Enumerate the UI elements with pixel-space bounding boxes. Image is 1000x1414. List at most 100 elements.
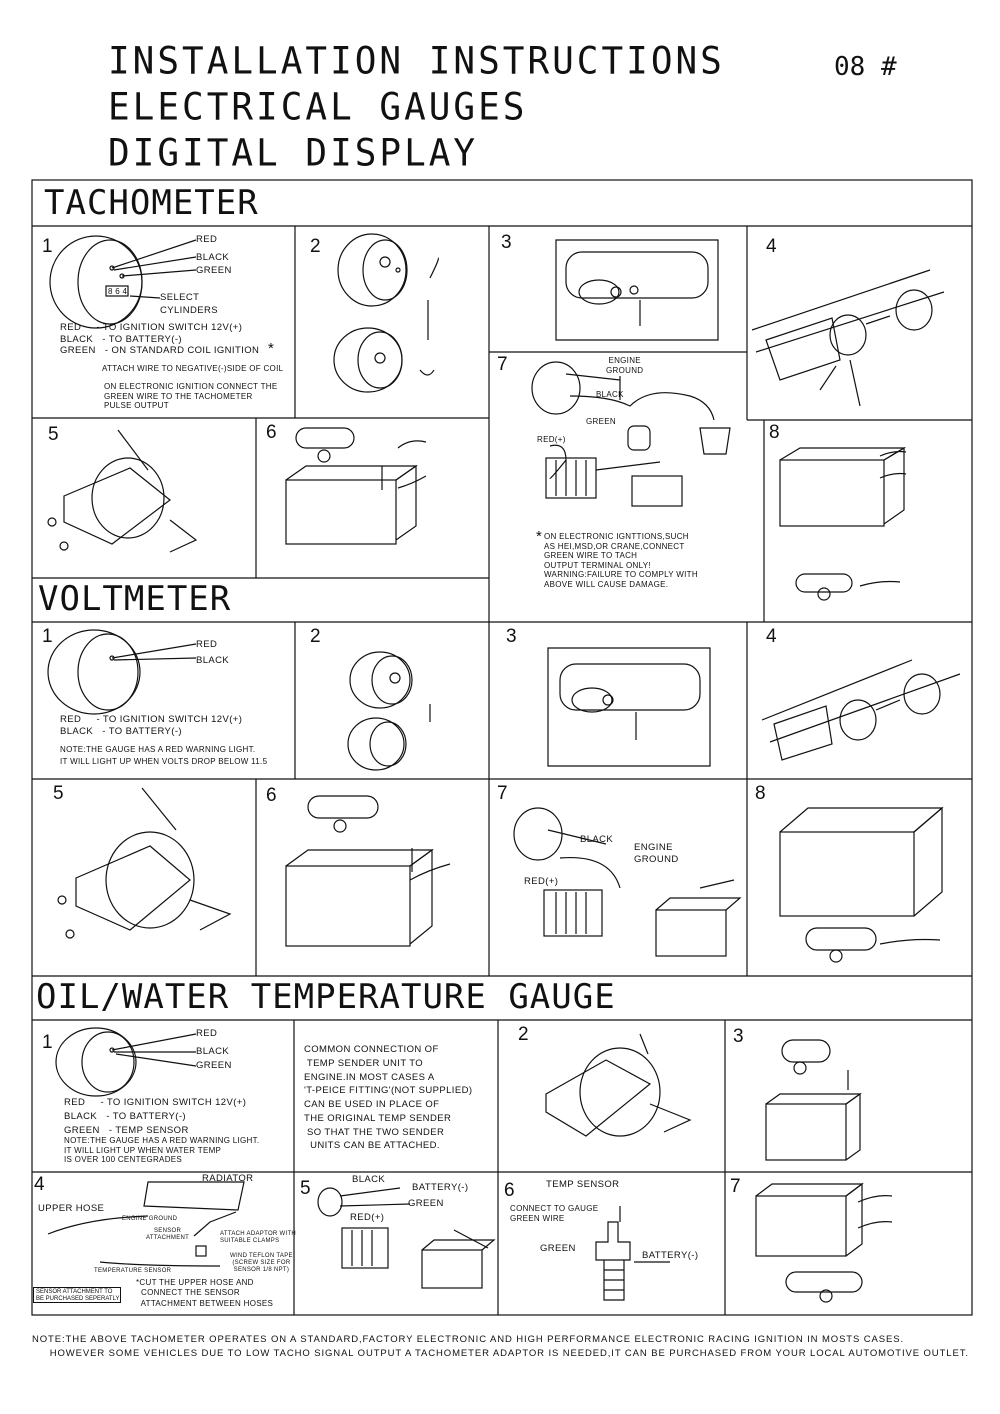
red-wire-label: RED(+) [350,1212,385,1223]
asterisk-mark: * [268,340,275,357]
temp-warning-note: NOTE:THE GAUGE HAS A RED WARNING LIGHT. … [64,1136,260,1165]
wire-label-black: BLACK [196,1046,230,1057]
temp-step-number: 4 [34,1174,45,1195]
wire-label-red: RED [196,234,218,245]
tach-mount-illustration [333,233,439,393]
wire-label-green: GREEN [196,1060,232,1071]
title-line-3: DIGITAL DISPLAY [108,131,479,175]
volt-dash-panel [547,647,711,767]
tach-step-number: 2 [310,236,321,257]
temp-step-number: 6 [504,1180,515,1201]
tach-wiring-diagram [531,361,731,507]
cylinders-label: CYLINDERS [160,305,218,316]
red-wire-label: RED(+) [524,876,559,887]
volt-step-number: 5 [53,783,64,804]
electronic-ignition-warning: ON ELECTRONIC IGNTTIONS,SUCH AS HEI,MSD,… [544,532,698,589]
tach-step-number: 5 [48,424,59,445]
black-wire-label: BLACK [352,1174,386,1185]
outer-frame [31,179,973,1316]
temp-wiring-diagram [317,1187,496,1289]
volt-dash-install [761,659,961,761]
tach-battery-disconnect [285,427,427,545]
volt-step-number: 3 [506,626,517,647]
asterisk-mark: * [536,528,543,545]
wire-label-green: GREEN [196,265,232,276]
tachometer-heading: TACHOMETER [44,183,259,223]
temp-battery-reconnect [755,1182,893,1303]
adaptor-clamps-label: ATTACH ADAPTOR WITH SUITABLE CLAMPS [220,1231,297,1245]
wire-label-red: RED [196,1028,218,1039]
cylinder-switch-digits: 8 6 4 [108,287,128,296]
temp-step-number: 3 [733,1026,744,1047]
temp-sensor-illustration [595,1206,670,1301]
green-wire-label: GREEN [586,417,616,426]
tach-battery-reconnect [779,446,907,601]
tach-step-number: 3 [501,232,512,253]
red-wire-label: RED(+) [537,435,566,444]
volt-step-number: 7 [497,783,508,804]
volt-step-number: 4 [766,626,777,647]
volt-step-number: 2 [310,626,321,647]
green-wire-label: GREEN [540,1243,576,1254]
volt-battery-disconnect [285,795,451,947]
temp-step-number: 1 [42,1032,53,1053]
temp-step-number: 2 [518,1024,529,1045]
temp-step-number: 5 [300,1178,311,1199]
tach-step-number: 1 [42,236,53,257]
green-wire-label: GREEN [408,1198,444,1209]
footer-note-line-1: NOTE:THE ABOVE TACHOMETER OPERATES ON A … [32,1334,905,1345]
tach-step-number: 7 [497,354,508,375]
temp-sensor-label: TEMP SENSOR [546,1179,620,1190]
tach-dash-panel [555,239,719,341]
connect-gauge-label: CONNECT TO GAUGE GREEN WIRE [510,1204,599,1223]
wire-label-black: BLACK [196,252,230,263]
common-connection-text: COMMON CONNECTION OF TEMP SENDER UNIT TO… [304,1044,473,1152]
electronic-ignition-note: ON ELECTRONIC IGNITION CONNECT THE GREEN… [104,382,278,411]
volt-bracket [57,787,232,939]
tach-step-number: 6 [266,422,277,443]
battery-negative-label: BATTERY(-) [642,1250,699,1261]
footer-note-line-2: HOWEVER SOME VEHICLES DUE TO LOW TACHO S… [32,1348,969,1359]
temp-step-number: 7 [730,1176,741,1197]
temperature-heading: OIL/WATER TEMPERATURE GAUGE [36,977,616,1017]
temp-bracket [545,1033,692,1137]
tach-step-number: 4 [766,236,777,257]
title-line-1: INSTALLATION INSTRUCTIONS [108,39,725,83]
wire-label-black: BLACK [196,655,230,666]
tach-wire-legend: RED - TO IGNITION SWITCH 12V(+) BLACK - … [60,322,260,357]
tach-bracket [47,429,198,553]
temp-battery-disconnect [765,1039,862,1161]
battery-negative-label: BATTERY(-) [412,1182,469,1193]
volt-warning-note: NOTE:THE GAUGE HAS A RED WARNING LIGHT. … [60,745,268,766]
document-number: 08 # [834,52,897,82]
sensor-purchase-box: SENSOR ATTACHMENT TO BE PURCHASED SEPERA… [33,1287,121,1303]
select-label: SELECT [160,292,200,303]
voltmeter-heading: VOLTMETER [38,579,232,619]
cut-hose-note: *CUT THE UPPER HOSE AND CONNECT THE SENS… [136,1278,274,1308]
tach-gauge-illustration [49,235,197,329]
title-line-2: ELECTRICAL GAUGES [108,85,528,129]
wire-label-red: RED [196,639,218,650]
volt-step-number: 1 [42,626,53,647]
volt-mount-illustration [347,651,431,771]
temp-gauge-illustration [55,1027,197,1097]
engine-ground-label: ENGINE GROUND [122,1216,178,1222]
sensor-attachment-label: SENSOR ATTACHMENT [146,1228,190,1242]
radiator-label: RADIATOR [202,1173,254,1184]
engine-ground-label: ENGINE GROUND [634,842,679,865]
temp-radiator-diagram [47,1181,245,1267]
volt-wiring-diagram [513,807,742,957]
attach-note: ATTACH WIRE TO NEGATIVE(-)SIDE OF COIL [102,364,284,373]
volt-gauge-illustration [47,629,197,715]
volt-battery-reconnect [779,806,944,963]
upper-hose-label: UPPER HOSE [38,1203,105,1214]
black-wire-label: BLACK [580,834,614,845]
volt-step-number: 8 [755,783,766,804]
temperature-sensor-label: TEMPERATURE SENSOR [94,1268,172,1274]
volt-step-number: 6 [266,785,277,806]
black-wire-label: BLACK [596,390,624,399]
temp-wire-legend: RED - TO IGNITION SWITCH 12V(+) BLACK - … [64,1097,247,1136]
engine-ground-label: ENGINE GROUND [606,356,644,375]
tach-step-number: 8 [769,422,780,443]
